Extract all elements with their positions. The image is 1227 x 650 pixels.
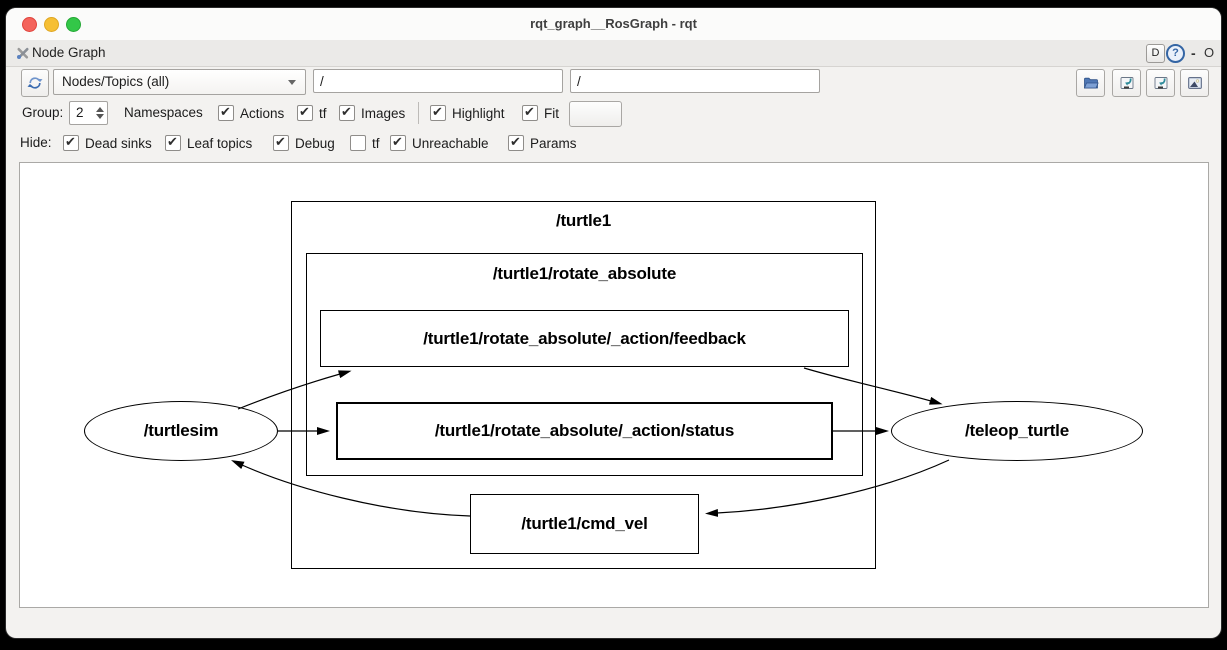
checkbox-box: ✔ — [297, 104, 313, 121]
group-label-turtle1: /turtle1 — [555, 211, 612, 230]
checkbox-fit[interactable]: ✔ Fit — [522, 104, 559, 121]
refresh-button[interactable] — [21, 69, 49, 97]
checkbox-box: ✔ — [273, 134, 289, 151]
checkbox-debug[interactable]: ✔ Debug — [273, 134, 335, 151]
zoom-traffic-button[interactable] — [66, 17, 81, 32]
checkbox-box: ✔ — [508, 134, 524, 151]
group-box-rotate-absolute: /turtle1/rotate_absolute — [306, 253, 863, 476]
plugin-tools-icon — [17, 47, 29, 59]
spin-down-icon[interactable] — [96, 114, 104, 119]
save-arrow-icon — [1120, 77, 1133, 89]
save-image-button[interactable] — [1180, 69, 1209, 97]
filter-input-primary[interactable] — [313, 69, 563, 93]
node-turtlesim: /turtlesim — [84, 401, 278, 461]
save-svg-button[interactable] — [1146, 69, 1175, 97]
panel-title: Node Graph — [32, 45, 106, 60]
node-cmd-vel: /turtle1/cmd_vel — [470, 494, 699, 554]
checkbox-box: ✔ — [390, 134, 406, 151]
checkbox-box — [350, 135, 366, 151]
open-folder-icon — [1083, 77, 1099, 89]
toolbar-separator — [418, 102, 419, 124]
options-row: Group: 2 Namespaces ✔ Actions ✔ tf ✔ Ima… — [6, 98, 1221, 128]
window-title: rqt_graph__RosGraph - rqt — [530, 16, 697, 31]
toolbar: Nodes/Topics (all) — [6, 66, 1221, 98]
checkbox-unreachable[interactable]: ✔ Unreachable — [390, 134, 489, 151]
checkbox-actions[interactable]: ✔ Actions — [218, 104, 285, 121]
rqt-window: rqt_graph__RosGraph - rqt Node Graph D ?… — [6, 8, 1221, 638]
node-teleop-turtle: /teleop_turtle — [891, 401, 1143, 461]
group-spinbox[interactable]: 2 — [69, 101, 108, 125]
checkbox-params[interactable]: ✔ Params — [508, 134, 577, 151]
checkbox-images[interactable]: ✔ Images — [339, 104, 406, 121]
checkbox-box: ✔ — [339, 104, 355, 121]
refresh-icon — [27, 77, 43, 89]
minimize-traffic-button[interactable] — [44, 17, 59, 32]
hide-label: Hide: — [20, 135, 52, 150]
graph-canvas[interactable]: /turtle1 /turtle1/rotate_absolute /turtl… — [19, 162, 1209, 608]
close-traffic-button[interactable] — [22, 17, 37, 32]
spin-up-icon[interactable] — [96, 107, 104, 112]
panel-header: Node Graph D ? - O — [6, 40, 1221, 67]
blank-button[interactable] — [569, 101, 622, 127]
detach-button[interactable]: D — [1146, 44, 1165, 63]
chevron-down-icon — [288, 80, 296, 85]
save-arrow-icon — [1154, 77, 1167, 89]
group-label-rotate-absolute: /turtle1/rotate_absolute — [492, 264, 677, 283]
checkbox-hide-tf[interactable]: tf — [350, 128, 380, 158]
panel-float-button[interactable]: O — [1204, 45, 1215, 60]
checkbox-box: ✔ — [218, 104, 234, 121]
node-feedback: /turtle1/rotate_absolute/_action/feedbac… — [320, 310, 849, 367]
checkbox-leaf-topics[interactable]: ✔ Leaf topics — [165, 134, 253, 151]
group-label: Group: — [22, 105, 64, 120]
filter-input-secondary[interactable] — [570, 69, 820, 93]
namespaces-label: Namespaces — [124, 105, 203, 120]
checkbox-box: ✔ — [165, 134, 181, 151]
graph-type-value: Nodes/Topics (all) — [62, 74, 170, 89]
group-value: 2 — [76, 105, 84, 120]
hide-row: Hide: ✔ Dead sinks ✔ Leaf topics ✔ Debug… — [6, 128, 1221, 160]
graph-type-select[interactable]: Nodes/Topics (all) — [53, 69, 306, 95]
checkbox-dead-sinks[interactable]: ✔ Dead sinks — [63, 134, 152, 151]
checkbox-tf[interactable]: ✔ tf — [297, 104, 327, 121]
save-dot-button[interactable] — [1112, 69, 1141, 97]
checkbox-box: ✔ — [430, 104, 446, 121]
panel-minimize-button[interactable]: - — [1191, 45, 1196, 61]
node-status: /turtle1/rotate_absolute/_action/status — [336, 402, 833, 460]
help-icon[interactable]: ? — [1166, 44, 1185, 63]
checkbox-box: ✔ — [63, 134, 79, 151]
load-dot-button[interactable] — [1076, 69, 1105, 97]
checkbox-highlight[interactable]: ✔ Highlight — [430, 104, 505, 121]
titlebar: rqt_graph__RosGraph - rqt — [6, 8, 1221, 41]
checkbox-box: ✔ — [522, 104, 538, 121]
image-icon — [1187, 77, 1202, 89]
